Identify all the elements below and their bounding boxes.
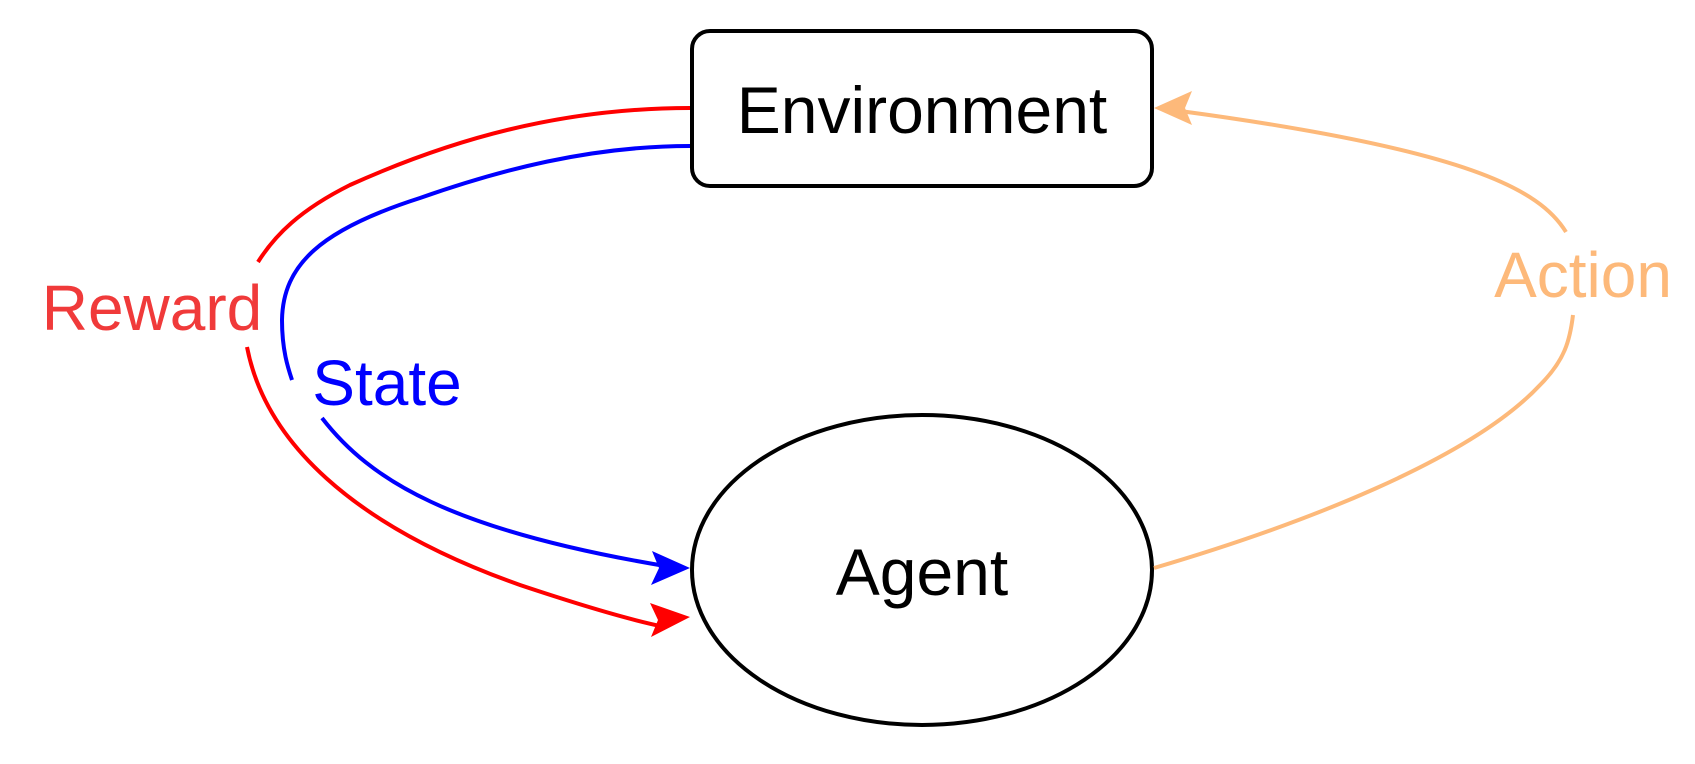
state-arrowhead (651, 551, 690, 585)
action-edge-upper (1179, 109, 1568, 234)
reward-label: Reward (42, 272, 263, 344)
environment-label: Environment (737, 73, 1108, 147)
environment-box (690, 29, 1154, 188)
state-edge-lower (320, 416, 666, 568)
environment-node: Environment (690, 29, 1154, 188)
agent-node: Agent (690, 413, 1154, 727)
agent-ellipse (690, 413, 1154, 727)
agent-label: Agent (836, 535, 1008, 609)
action-label: Action (1494, 239, 1672, 311)
state-label: State (312, 347, 461, 419)
reward-arrowhead (650, 603, 690, 637)
action-arrowhead (1154, 91, 1192, 125)
action-edge: Action (1153, 91, 1672, 570)
reward-edge-lower (245, 346, 666, 629)
state-edge: State (279, 144, 691, 585)
state-edge-upper (279, 144, 691, 381)
action-edge-lower (1153, 314, 1575, 570)
reward-edge-upper (256, 106, 691, 264)
reward-edge: Reward (42, 106, 691, 637)
